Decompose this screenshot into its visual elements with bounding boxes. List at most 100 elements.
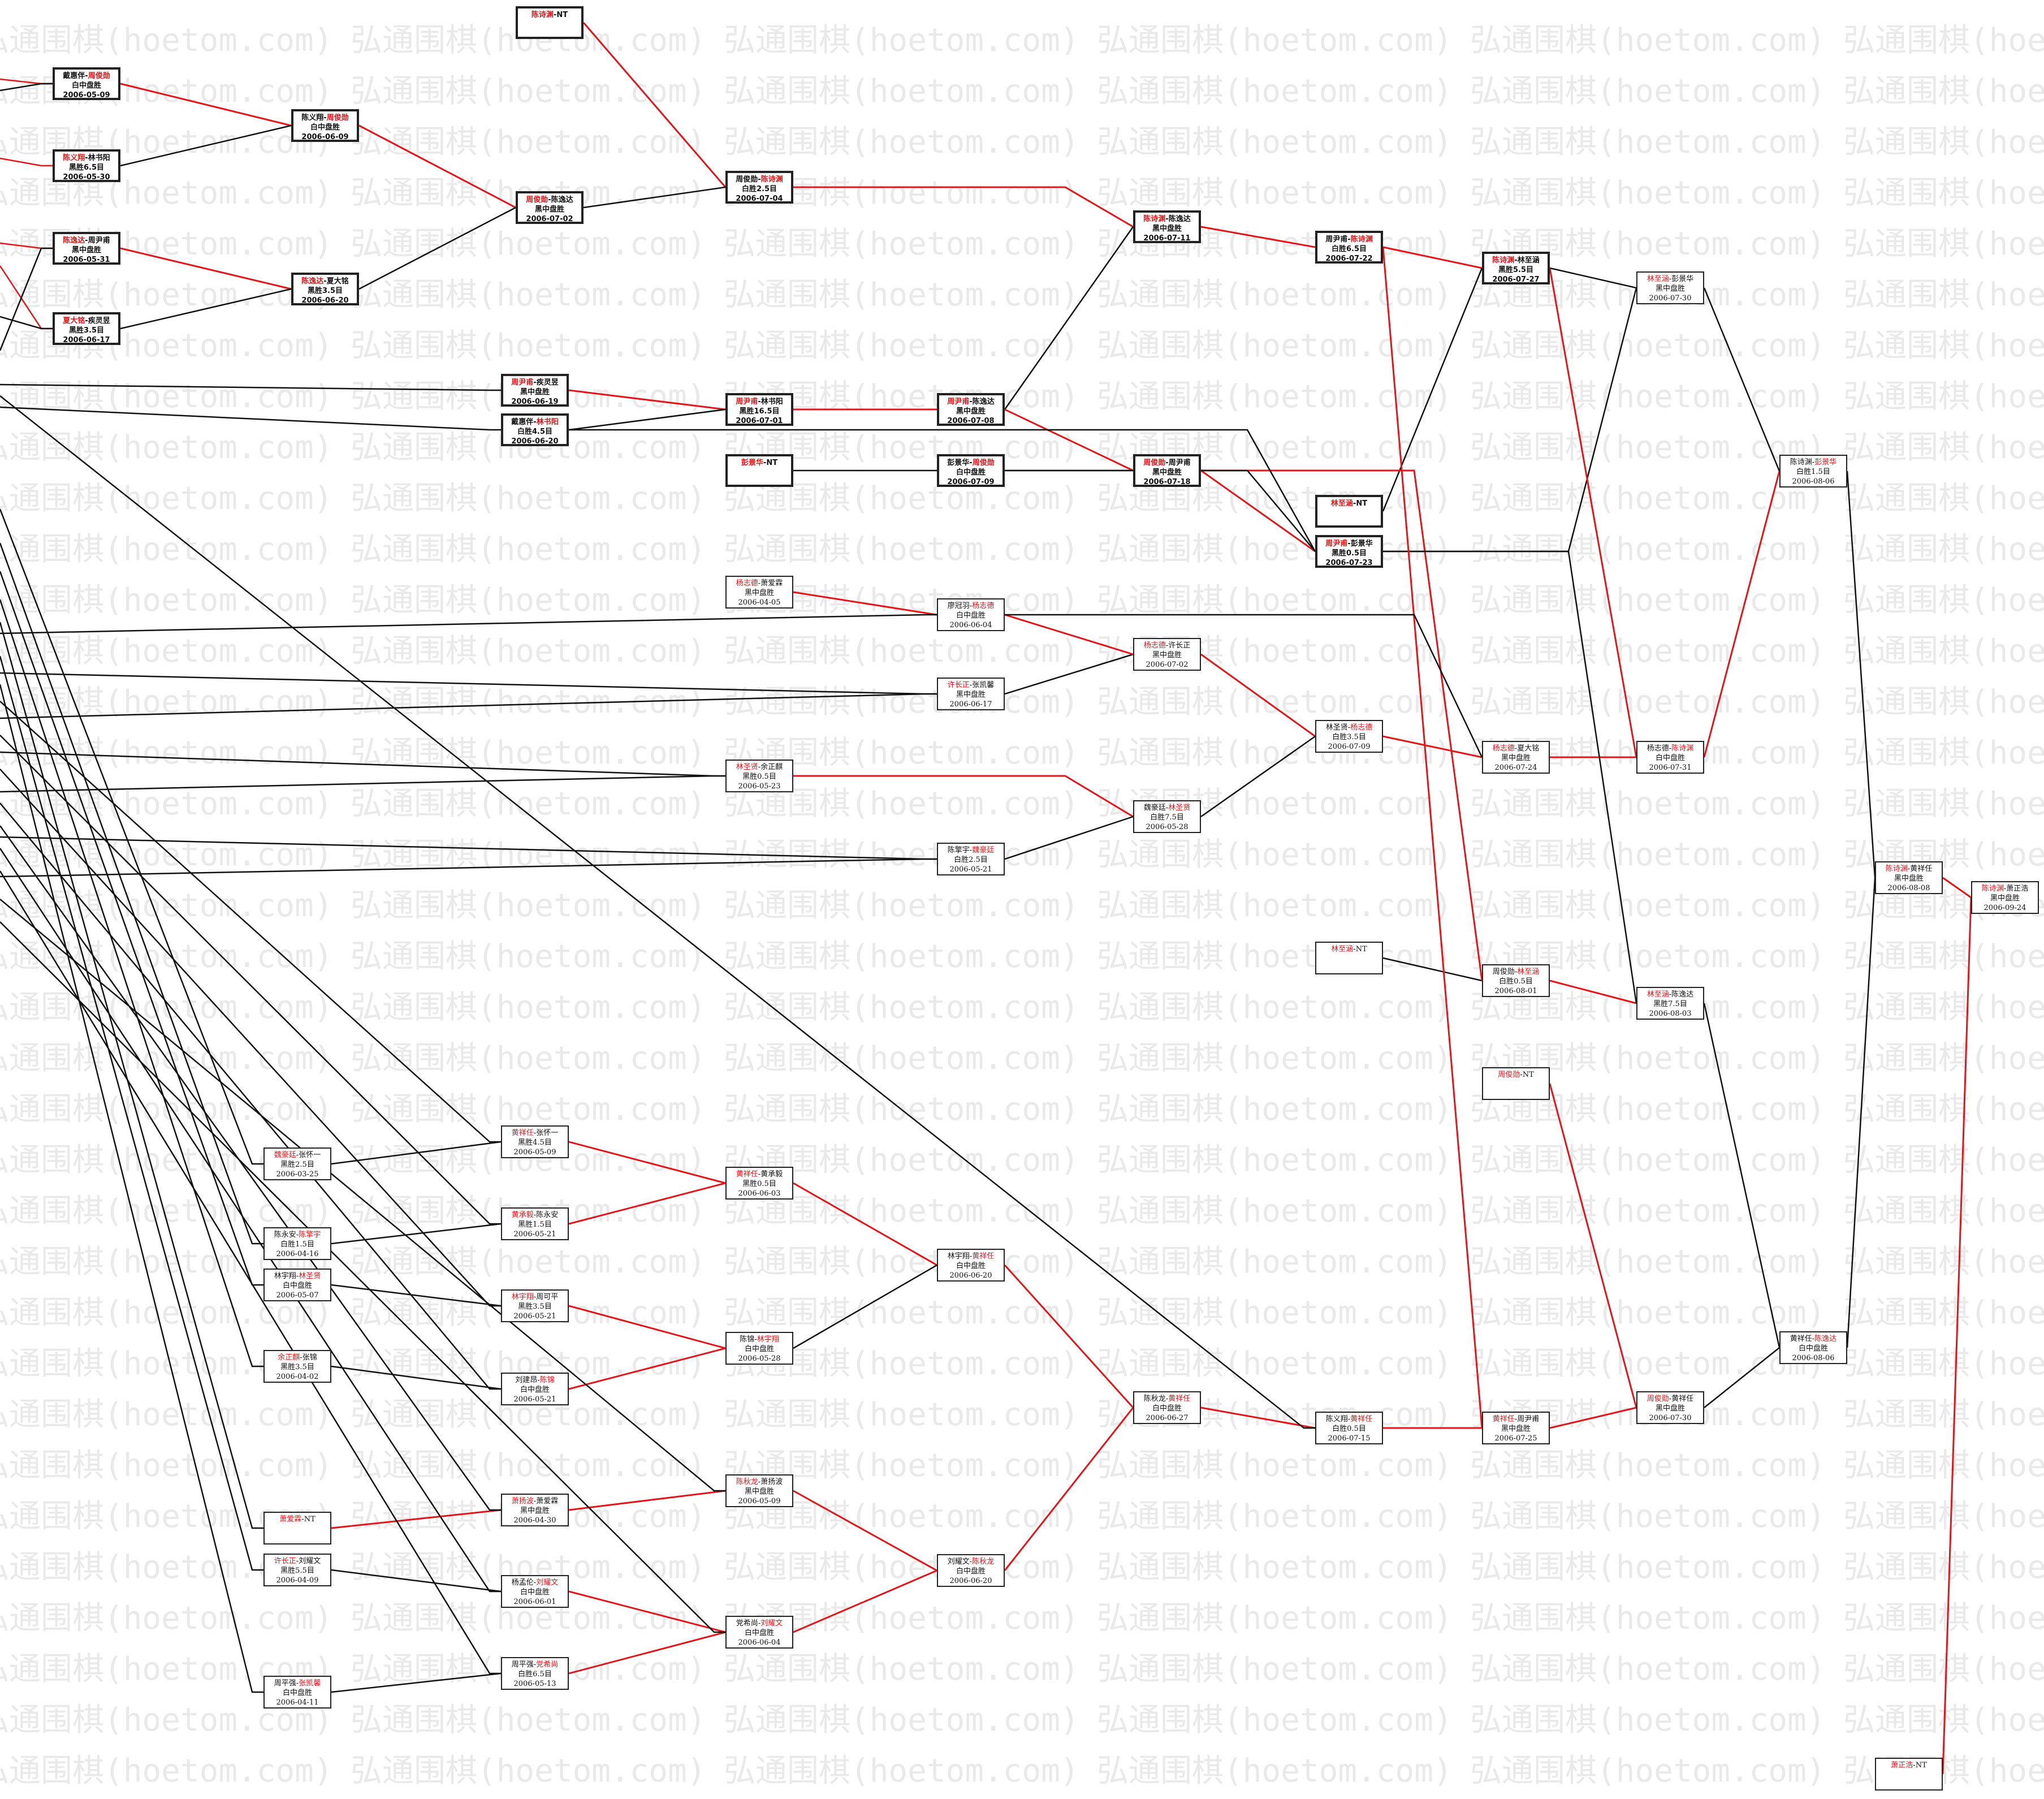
player-white: 陈永安 bbox=[536, 1211, 559, 1219]
game-box[interactable]: 林至涵-NT bbox=[1315, 942, 1383, 974]
entry-line bbox=[0, 508, 263, 1165]
game-players: 萧扬波-萧爱霖 bbox=[502, 1496, 568, 1506]
player-white: 林书阳 bbox=[760, 398, 783, 406]
player-black: 周俊勋 bbox=[1647, 1395, 1669, 1403]
game-players: 林圣贤-余正麒 bbox=[727, 762, 792, 772]
vs-separator: - bbox=[533, 1497, 537, 1505]
game-players: 杨志德-夏大铭 bbox=[1483, 744, 1549, 753]
game-date: 2006-07-08 bbox=[947, 417, 995, 425]
game-result: 黑中盘胜 bbox=[520, 1507, 550, 1515]
player-white: 刘耀文 bbox=[760, 1619, 783, 1628]
vs-separator: - bbox=[969, 1558, 973, 1566]
player-black: 黄祥任 bbox=[1790, 1335, 1812, 1343]
vs-separator: - bbox=[758, 763, 761, 771]
vs-separator: - bbox=[1514, 1415, 1518, 1423]
game-box[interactable]: 萧爱霖-NT bbox=[263, 1512, 331, 1545]
bracket-line bbox=[1004, 408, 1134, 472]
game-box[interactable]: 彭景华-NT bbox=[725, 454, 793, 487]
vs-separator: - bbox=[758, 1619, 761, 1628]
game-result: 白中盘胜 bbox=[1152, 1404, 1182, 1413]
player-white: 陈诗渊 bbox=[760, 175, 783, 184]
player-white: 彭景华 bbox=[1350, 540, 1373, 548]
player-black: 林至涵 bbox=[1330, 499, 1353, 508]
game-result: 黑胜5.5目 bbox=[280, 1567, 314, 1575]
game-result: 白胜1.5目 bbox=[1796, 468, 1830, 476]
player-black: 陈擎宇 bbox=[947, 846, 970, 855]
game-date: 2006-08-06 bbox=[1792, 477, 1835, 486]
player-black: 陈逸达 bbox=[63, 236, 85, 245]
game-box[interactable]: 周俊勋-NT bbox=[1482, 1067, 1550, 1100]
game-box[interactable]: 林至涵-NT bbox=[1315, 495, 1383, 528]
game-box[interactable]: 萧正浩-NT bbox=[1875, 1758, 1943, 1791]
game-date: 2006-05-09 bbox=[738, 1497, 781, 1505]
player-white: 彭景华 bbox=[1671, 275, 1694, 283]
bracket-line bbox=[1382, 735, 1483, 758]
bracket-line bbox=[583, 186, 726, 209]
game-date: 2006-05-28 bbox=[738, 1354, 781, 1363]
game-result: 黑中盘胜 bbox=[744, 589, 774, 597]
game-players: 魏豪廷-林圣贤 bbox=[1134, 803, 1200, 813]
player-white: NT bbox=[304, 1515, 316, 1524]
player-white: 疾灵昱 bbox=[536, 378, 559, 387]
game-box[interactable]: 陈诗渊-NT bbox=[516, 6, 584, 39]
